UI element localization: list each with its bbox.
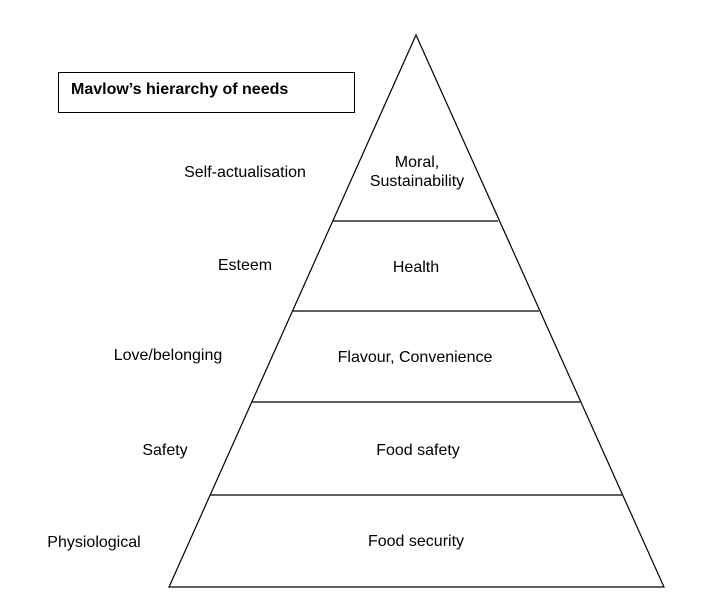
tier-text-line: Food security	[367, 533, 465, 550]
tier-text-food-safety: Food safety	[376, 441, 460, 460]
need-label-self-actualisation: Self-actualisation	[184, 164, 306, 181]
tier-text-line: Food safety	[376, 442, 460, 459]
tier-text-food-security: Food security	[368, 532, 464, 551]
need-label-esteem: Esteem	[217, 257, 273, 274]
tier-text-top: Moral, Sustainability	[370, 153, 464, 191]
need-label-safety: Safety	[142, 442, 188, 459]
tier-text-line: Sustainability	[369, 173, 465, 190]
need-label-physiological: Physiological	[47, 534, 141, 551]
tier-text-flavour: Flavour, Convenience	[338, 348, 493, 367]
tier-text-health: Health	[393, 258, 439, 277]
tier-text-line: Health	[392, 259, 440, 276]
tier-text-line: Flavour, Convenience	[337, 349, 493, 366]
tier-text-line: Moral,	[394, 154, 440, 171]
title-box: Mavlow’s hierarchy of needs	[58, 72, 355, 113]
need-label-love-belonging: Love/belonging	[113, 347, 223, 364]
diagram-title: Mavlow’s hierarchy of needs	[71, 81, 289, 98]
pyramid-outline	[168, 33, 665, 588]
